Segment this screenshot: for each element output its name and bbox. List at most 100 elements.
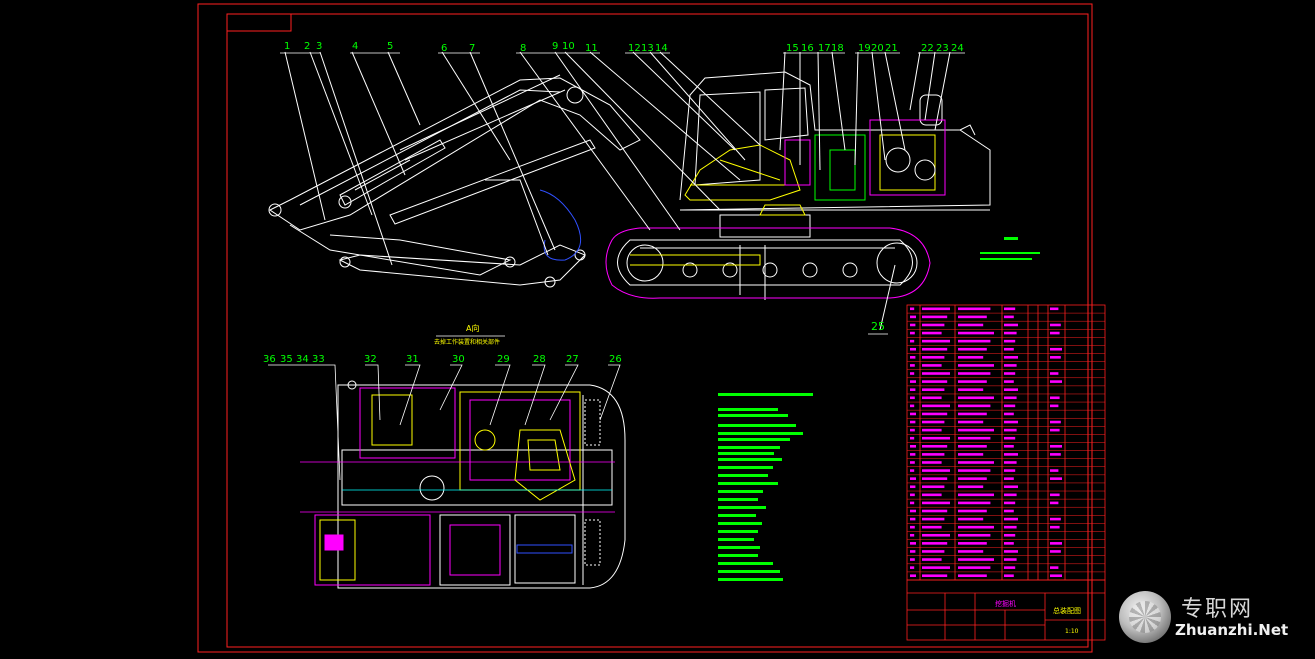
table-cell-text [910,558,915,561]
table-cell-text [922,517,945,521]
callout-underlines [280,52,965,335]
callout-numbers-plan: 36 35 34 33 32 31 30 29 28 27 26 [263,354,622,365]
table-cell-text [910,388,916,391]
callout-label: 36 [263,354,276,365]
table-cell-text [1050,420,1061,424]
table-cell-text [922,558,942,561]
callout-label: 33 [312,354,325,365]
table-cell-text [958,574,987,578]
table-cell-text [958,477,987,480]
table-cell-text [1004,372,1016,375]
callout-label: 23 [936,43,949,54]
callout-numbers-top: 1 2 3 4 5 6 7 8 9 10 11 12 13 14 15 16 1… [284,41,964,333]
table-cell-text [1004,339,1016,343]
table-cell-text [958,558,994,561]
table-cell-text [1050,574,1062,578]
table-cell-text [1004,493,1017,497]
table-cell-text [922,477,948,480]
table-cell-text [958,323,984,327]
table-cell-text [1004,404,1016,408]
table-cell-text [958,380,987,383]
table-cell-text [910,566,915,569]
table-cell-text [922,347,948,351]
callout-label: 18 [831,43,844,54]
table-cell-text [1004,315,1014,319]
table-cell-text [922,396,942,400]
table-cell-text [910,485,916,489]
table-cell-text [910,380,916,383]
table-cell-text [1004,364,1017,367]
table-cell-text [958,550,984,553]
table-cell-text [1050,307,1059,311]
callout-label: 28 [533,354,546,365]
table-cell-text [922,428,942,432]
scale-label: 1:10 [1065,628,1079,635]
table-cell-text [922,364,942,367]
table-cell-text [958,420,984,424]
table-cell-text [1004,477,1014,480]
table-cell-text [910,542,916,545]
table-cell-text [922,315,948,319]
table-cell-text [910,453,916,456]
table-cell-text [910,436,915,440]
callout-leaders [284,51,951,331]
outer-border [197,3,1093,653]
table-cell-text [910,533,915,537]
table-cell-text [1004,461,1017,464]
section-subtitle: 去掉工作装置和相关部件 [434,338,500,346]
table-cell-text [910,396,915,400]
table-cell-text [910,445,916,448]
table-cell-text [922,436,950,440]
table-cell-text [958,461,994,464]
callout-label: 25 [871,320,885,333]
table-cell-text [958,493,994,497]
table-cell-text [910,517,916,521]
table-cell-text [922,404,950,408]
table-cell-text [1050,566,1059,569]
table-cell-text [1004,420,1018,424]
table-cell-text [958,356,984,359]
table-cell-text [910,420,916,424]
table-cell-text [922,380,948,383]
table-cell-text [1004,525,1017,529]
table-cell-text [1004,445,1014,448]
table-cell-text [1004,331,1017,335]
table-cell-text [1050,331,1060,335]
watermark-brand-en: Zhuanzhi.Net [1175,621,1289,639]
table-cell-text [958,445,987,448]
table-cell-text [1004,517,1018,521]
table-cell-text [910,404,915,408]
table-cell-text [1050,396,1060,400]
table-cell-text [958,364,994,367]
callout-label: 26 [609,354,622,365]
table-cell-text [910,550,916,553]
table-cell-text [922,331,942,335]
table-cell-text [922,323,945,327]
callout-label: 13 [641,43,654,54]
table-cell-text [910,477,916,480]
callout-label: 4 [352,41,358,52]
table-cell-text [1004,485,1018,489]
table-cell-text [910,501,915,505]
table-cell-text [910,461,915,464]
table-cell-text [1004,469,1016,472]
table-cell-text [910,525,915,529]
table-cell-text [922,420,945,424]
table-cell-text [1050,453,1061,456]
table-cell-text [1004,453,1018,456]
notes-block [980,237,1040,260]
technical-requirements-block [718,393,813,581]
table-cell-text [910,364,915,367]
table-cell-text [1050,372,1059,375]
callout-label: 8 [520,43,526,54]
table-cell-text [910,372,915,375]
callout-label: 2 [304,41,310,52]
inner-border [226,13,1089,648]
table-cell-text [1004,347,1014,351]
material-label: 挖掘机 [995,599,1016,608]
table-cell-text [1050,493,1060,497]
table-cell-text [922,525,942,529]
table-cell-text [922,542,948,545]
table-cell-text [922,307,950,311]
table-cell-text [958,485,984,489]
